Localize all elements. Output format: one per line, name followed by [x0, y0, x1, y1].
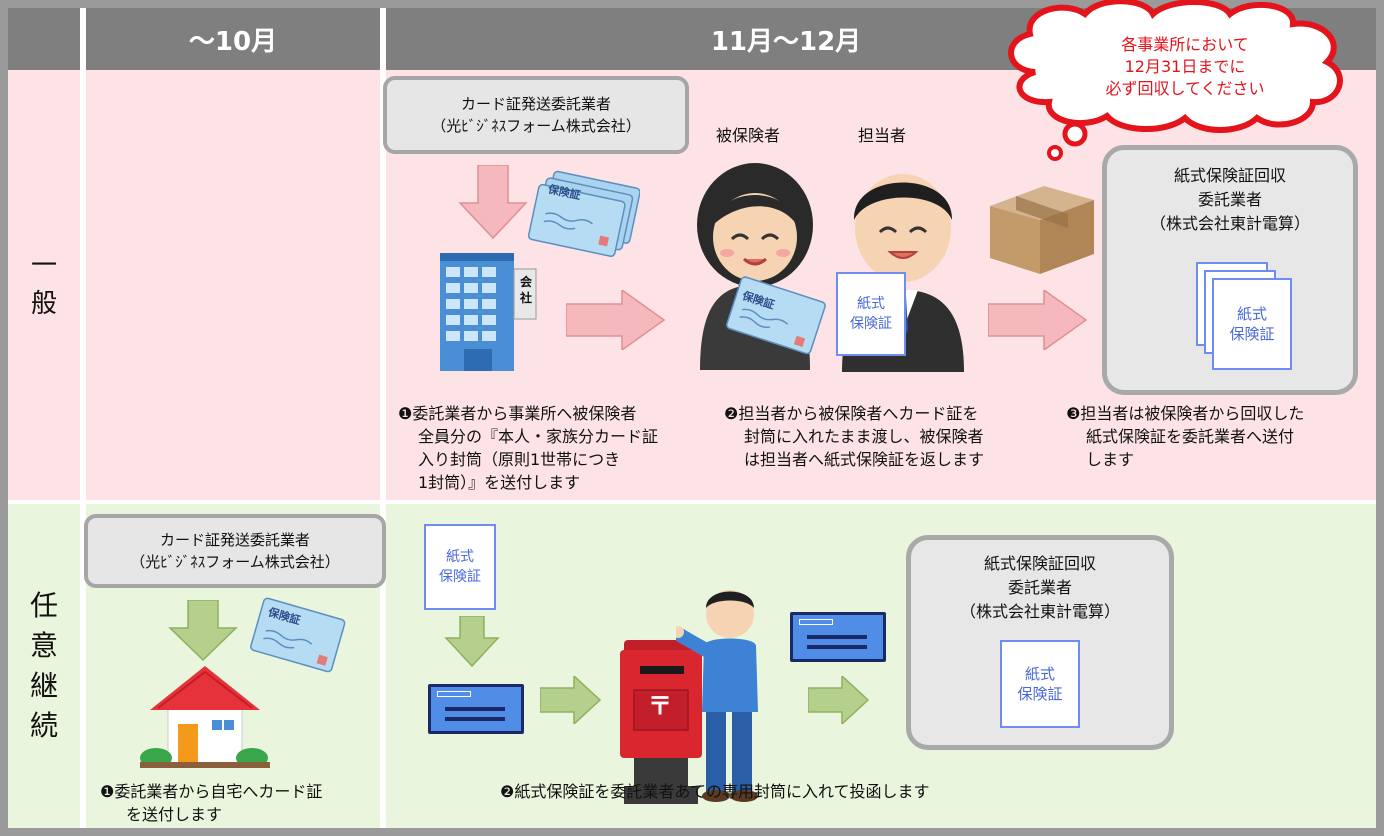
- step-line: します: [1086, 450, 1135, 469]
- row-label-char: 継: [29, 669, 58, 702]
- envelope-icon: [790, 612, 886, 662]
- paper-card-line: 保険証: [1017, 685, 1063, 703]
- voluntary-insurance-card-icon: [250, 597, 346, 673]
- step-line: 紙式保険証を委託業者へ送付: [1086, 427, 1295, 446]
- header-label-cell: [8, 8, 80, 70]
- step-line: は担当者へ紙式保険証を返します: [744, 450, 985, 469]
- step-line: ❶委託業者から自宅へカード証: [100, 782, 323, 801]
- step-line: ❷担当者から被保険者へカード証を: [724, 404, 979, 423]
- column-divider-1: [80, 8, 86, 828]
- collector-line: 紙式保険証回収: [1173, 166, 1286, 185]
- voluntary-down-arrow-2: [444, 616, 500, 668]
- general-step-2: ❷担当者から被保険者へカード証を 封筒に入れたまま渡し、被保険者 は担当者へ紙式…: [724, 402, 1064, 471]
- paper-card-line: 保険証: [850, 316, 892, 332]
- mailbox-icon: [620, 640, 702, 804]
- border-bottom: [0, 828, 1384, 836]
- callout-cloud: [1008, 0, 1343, 161]
- insured-label: 被保険者: [716, 126, 781, 145]
- voluntary-sender-box: カード証発送委託業者 （光ﾋﾞｼﾞﾈｽフォーム株式会社）: [84, 514, 386, 588]
- general-step-1: ❶委託業者から事業所へ被保険者 全員分の『本人・家族分カード証 入り封筒（原則1…: [398, 402, 718, 494]
- column-divider-2: [380, 8, 386, 828]
- general-sender-box: カード証発送委託業者 （光ﾋﾞｼﾞﾈｽフォーム株式会社）: [383, 76, 689, 154]
- general-step-3: ❸担当者は被保険者から回収した 紙式保険証を委託業者へ送付 します: [1066, 402, 1371, 471]
- paper-card-line: 紙式: [857, 296, 885, 312]
- general-down-arrow: [458, 165, 528, 240]
- staff-label: 担当者: [858, 126, 907, 145]
- sender-line: （光ﾋﾞｼﾞﾈｽフォーム株式会社）: [431, 117, 641, 135]
- paper-card-line: 保険証: [1229, 325, 1275, 343]
- general-right-arrow-1: [566, 290, 666, 350]
- collector-line: 紙式保険証回収: [983, 554, 1096, 573]
- sender-line: （光ﾋﾞｼﾞﾈｽフォーム株式会社）: [130, 553, 340, 571]
- envelope-icon: [428, 684, 524, 734]
- insurance-card-stack-icon: [527, 170, 640, 257]
- header-oct: ～10月: [86, 8, 380, 70]
- sender-line: カード証発送委託業者: [159, 531, 310, 549]
- collector-line: （株式会社東計電算）: [959, 602, 1120, 621]
- voluntary-right-arrow-1: [540, 676, 602, 724]
- paper-card-line: 紙式: [1024, 665, 1055, 683]
- step-line: 入り封筒（原則1世帯につき: [418, 450, 621, 469]
- general-right-arrow-2: [988, 290, 1088, 350]
- header-oct-label: ～10月: [188, 26, 278, 57]
- person-mailing-icon: [676, 590, 758, 802]
- step-line: 封筒に入れたまま渡し、被保険者: [744, 427, 984, 446]
- border-right: [1376, 8, 1384, 828]
- callout-line: 12月31日までに: [1124, 57, 1246, 76]
- callout-line: 各事業所において: [1121, 35, 1249, 54]
- paper-card-line: 紙式: [446, 549, 474, 565]
- cardboard-box-icon: [990, 186, 1094, 274]
- row-label-char: 意: [29, 629, 58, 662]
- header-nov-dec-label: 11月～12月: [710, 26, 862, 57]
- step-line: ❶委託業者から事業所へ被保険者: [398, 404, 637, 423]
- callout-line: 必ず回収してください: [1105, 79, 1265, 98]
- collected-paper-front: 紙式 保険証: [1212, 278, 1292, 370]
- voluntary-collected-paper: 紙式 保険証: [1000, 640, 1080, 728]
- building-sign: 会社: [516, 274, 536, 306]
- office-building-icon: [440, 253, 537, 371]
- voluntary-down-arrow: [168, 600, 238, 662]
- voluntary-paper-card: 紙式 保険証: [424, 524, 496, 610]
- row-label-voluntary: 任 意 継 続: [8, 504, 80, 828]
- house-icon: [140, 666, 270, 768]
- step-line: ❷紙式保険証を委託業者あての専用封筒に入れて投函します: [500, 782, 930, 801]
- collector-line: （株式会社東計電算）: [1149, 214, 1310, 233]
- row-divider: [8, 500, 1376, 504]
- row-label-char: 般: [30, 289, 57, 319]
- insured-card-in-hand-icon: [726, 276, 826, 355]
- border-left: [0, 8, 8, 828]
- paper-card-line: 保険証: [439, 569, 481, 585]
- row-label-char: 続: [29, 709, 58, 742]
- collector-line: 委託業者: [1197, 190, 1262, 209]
- row-label-char: 一: [30, 251, 57, 281]
- voluntary-step-2: ❷紙式保険証を委託業者あての専用封筒に入れて投函します: [500, 780, 1100, 803]
- row-label-char: 任: [29, 589, 58, 622]
- collector-line: 委託業者: [1007, 578, 1072, 597]
- voluntary-step-1: ❶委託業者から自宅へカード証 を送付します: [100, 780, 380, 826]
- step-line: を送付します: [126, 805, 223, 824]
- border-top: [0, 0, 1384, 8]
- paper-card-line: 紙式: [1236, 305, 1267, 323]
- row-label-general: 一 般: [8, 70, 80, 500]
- post-mark: 〒: [648, 692, 672, 720]
- building-sign-text: 会社: [519, 275, 532, 305]
- step-line: 全員分の『本人・家族分カード証: [418, 427, 659, 446]
- callout-text: 各事業所において 12月31日までに 必ず回収してください: [1040, 34, 1330, 100]
- step-line: ❸担当者は被保険者から回収した: [1066, 404, 1305, 423]
- staff-paper-card: 紙式 保険証: [836, 272, 906, 356]
- voluntary-right-arrow-2: [808, 676, 870, 724]
- sender-line: カード証発送委託業者: [460, 95, 611, 113]
- step-line: 1封筒）』を送付します: [418, 473, 581, 492]
